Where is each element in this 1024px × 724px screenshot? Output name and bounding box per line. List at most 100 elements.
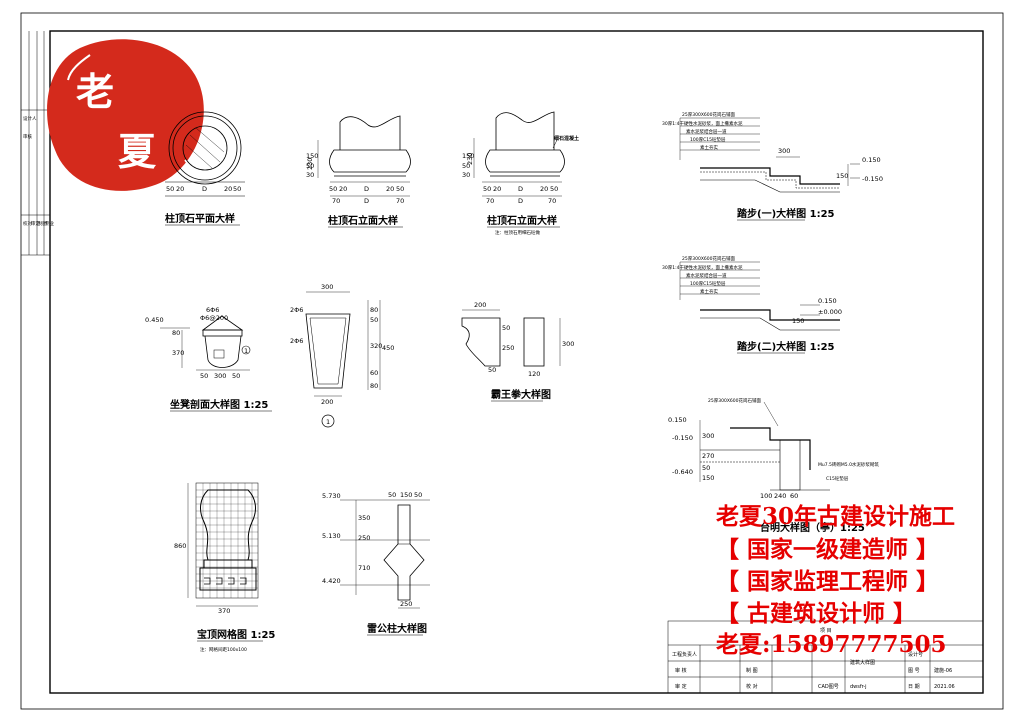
platform-note-3: C15砼垫层 [826, 475, 849, 482]
inner-frame [49, 30, 984, 694]
elev1-v-30: 30 [306, 171, 314, 179]
ad-line-1: 老夏30年古建设计施工 [715, 503, 955, 530]
advert-overlay: 老夏30年古建设计施工 【 国家一级建造师 】 【 国家监理工程师 】 【 古建… [715, 503, 955, 658]
platform-w2: 240 [774, 492, 786, 500]
tb-check: 校 对 [746, 683, 758, 690]
post-b: 250 [400, 600, 412, 608]
tb-date: 日 期 [908, 684, 920, 690]
leg-dim-top: 300 [321, 283, 333, 291]
step1-caption: 踏步(一)大样图 1:25 [737, 207, 835, 220]
elev2-note: 注：柱顶石用细石砼做 [495, 229, 540, 236]
elev1-h-7: D [364, 197, 369, 205]
post-t2: 150 [400, 491, 412, 499]
side-label-c: 校对 [23, 220, 32, 227]
step1-note-2: 30厚1:4干硬性水泥砂浆，面上撒素水泥 [662, 120, 743, 127]
bench-dim-w1: 50 [200, 372, 208, 380]
plan-dim-2: 20 [176, 185, 184, 193]
elev1-h-5: 50 [396, 185, 404, 193]
side-label-b: 审核 [23, 133, 32, 140]
seal-char-2: 夏 [118, 129, 157, 174]
tb-dateval: 2021.06 [934, 684, 955, 690]
elev2-h-7: D [518, 197, 523, 205]
elev2-h-5: 50 [550, 185, 558, 193]
platform-l1: 0.150 [668, 416, 687, 424]
platform-detail [699, 401, 830, 491]
elev2-h-8: 70 [548, 197, 556, 205]
plinth-plan [165, 111, 245, 197]
elev2-h-1: 50 [483, 185, 491, 193]
post-v3: 710 [358, 564, 370, 572]
leg-annot-1: 2Φ6 [290, 306, 303, 314]
vase-dim-h: 860 [174, 542, 186, 550]
leg-dim-bot: 200 [321, 398, 333, 406]
elev2-v-230: 230 [466, 153, 474, 165]
elev1-h-2: 20 [339, 185, 347, 193]
step2-note-5: 素土夯实 [700, 288, 718, 295]
bracket-caption: 霸王拳大样图 [491, 388, 551, 401]
elev1-v-150: 150 [306, 152, 318, 160]
leg-detail-num: 1 [326, 418, 330, 426]
elev2-h-4: 20 [540, 185, 548, 193]
platform-v3: 50 [702, 464, 710, 472]
post-v2: 250 [358, 534, 370, 542]
side-label-a: 设计人 [23, 115, 37, 122]
elev1-h-6: 70 [332, 197, 340, 205]
step1-dim-300: 300 [778, 147, 790, 155]
bench-dim-stirrup: Φ6@200 [200, 314, 228, 322]
bench-dim-w3: 50 [232, 372, 240, 380]
bench-detail-marker: 1 [244, 347, 248, 355]
bench-dim-top: 0.450 [145, 316, 164, 324]
bracket-w: 200 [474, 301, 486, 309]
step1-note-1: 25厚300X600花岗石铺面 [682, 111, 735, 118]
leg-v3: 320 [370, 342, 382, 350]
post-e3: 4.420 [322, 577, 341, 585]
elev2-callout: 细石混凝土 [554, 135, 579, 142]
ad-line-4: 【 古建筑设计师 】 [716, 600, 916, 627]
plinth-elevation-1 [317, 115, 411, 197]
bracket-v1: 50 [502, 324, 510, 332]
step-detail-1 [679, 117, 860, 193]
tb-approve: 审 定 [675, 683, 687, 690]
elev1-h-1: 50 [329, 185, 337, 193]
elev2-v-30: 30 [462, 171, 470, 179]
elev2-v-50: 50 [462, 162, 470, 170]
title-block [667, 620, 984, 694]
tb-cad: CAD图号 [818, 684, 839, 690]
post-e1: 5.730 [322, 492, 341, 500]
bracket-detail [461, 309, 561, 367]
tb-cadno: dwsfr-j [850, 684, 867, 690]
ad-line-5: 老夏:15897777505 [715, 631, 947, 658]
post-v1: 350 [358, 514, 370, 522]
leg-v2: 50 [370, 316, 378, 324]
step2-note-4: 100厚C15砼垫层 [690, 280, 726, 287]
tb-name: 建筑大样图 [850, 659, 875, 666]
bracket-v2: 250 [502, 344, 514, 352]
post-caption: 雷公柱大样图 [367, 622, 427, 635]
side-label-d: 审定 [31, 220, 40, 227]
platform-w1: 100 [760, 492, 772, 500]
tb-proj: 项 目 [820, 628, 832, 634]
step2-dim-0150: 0.150 [818, 297, 837, 305]
elev2-h-2: 20 [493, 185, 501, 193]
plan-dim-1: 50 [166, 185, 174, 193]
platform-v1: 300 [702, 432, 714, 440]
elev1-h-4: 20 [386, 185, 394, 193]
plinth-elev1-caption: 柱顶石立面大样 [328, 214, 398, 227]
step2-caption: 踏步(二)大样图 1:25 [737, 340, 835, 353]
post-e2: 5.130 [322, 532, 341, 540]
platform-l2: -0.150 [672, 434, 693, 442]
post-detail [340, 499, 430, 609]
vase-note: 注：网格间距100x100 [200, 646, 247, 653]
plan-dim-4: 20 [224, 185, 232, 193]
bench-dim-80: 80 [172, 329, 180, 337]
bench-dim-370: 370 [172, 349, 184, 357]
vase-grid-detail [187, 482, 259, 607]
platform-caption: 台明大样图（亭）1:25 [760, 521, 865, 534]
leg-total: 450 [382, 344, 394, 352]
step1-note-3: 素水泥浆结合层一道 [686, 128, 727, 135]
step1-dim-150: 150 [836, 172, 848, 180]
plan-dim-5: 50 [233, 185, 241, 193]
leg-annot-2: 2Φ6 [290, 337, 303, 345]
step1-dim-0150: 0.150 [862, 156, 881, 164]
